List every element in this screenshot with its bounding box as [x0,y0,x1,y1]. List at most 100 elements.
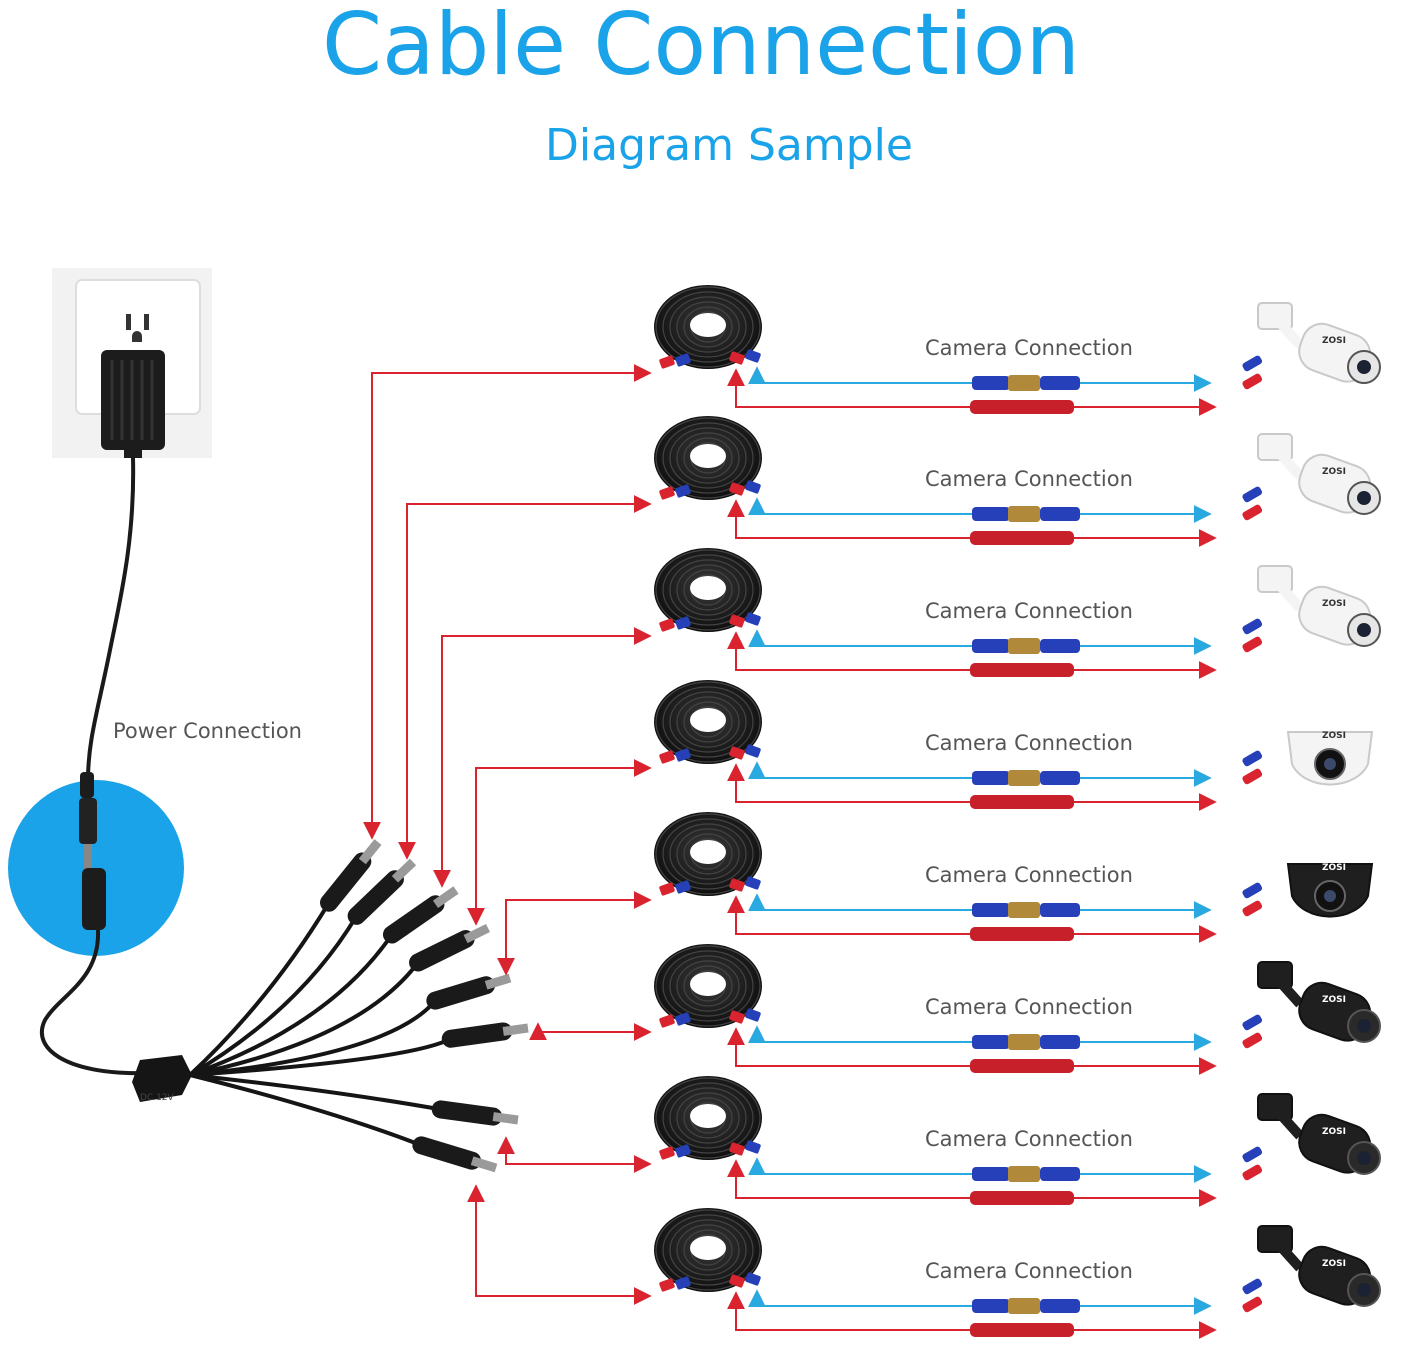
splitter-cord [188,901,331,1077]
power-plug-icon [729,746,745,760]
power-route-line [433,627,652,888]
splitter-icon: DC 12V [132,1055,192,1103]
power-plug-icon [659,882,675,896]
power-plug-icon [659,355,675,369]
power-plug-icon [970,531,1074,545]
dc-plug-tip [492,1112,519,1125]
power-plug-icon [659,1146,675,1160]
splitter-cord [189,933,394,1077]
brand-logo: ZOSI [1322,1127,1346,1137]
camera-row: Camera Connection ZOSI [529,944,1381,1075]
camera-connection-label: Camera Connection [925,336,1133,360]
bnc-connector-icon [675,1276,691,1290]
bnc-connector-icon [972,770,1080,786]
page-subtitle: Diagram Sample [545,120,913,171]
dc-plug-tip [470,1156,498,1173]
dc-plug-icon [426,976,496,1010]
bnc-connector-icon [1242,1014,1263,1031]
cable-coil-icon [654,548,762,632]
bnc-connector-icon [972,902,1080,918]
cable-coil-icon [654,285,762,369]
power-route-line [398,495,652,860]
power-plug-icon [970,1191,1074,1205]
bnc-connector-icon [1242,486,1263,503]
camera-icon: ZOSI [1242,1225,1381,1313]
svg-text:DC 12V: DC 12V [140,1093,175,1103]
power-plug-icon [970,795,1074,809]
power-plug-icon [729,482,745,496]
power-plug-icon [970,1059,1074,1073]
power-plug-icon [659,1014,675,1028]
power-route-line [467,759,652,926]
brand-logo: ZOSI [1322,599,1346,609]
bnc-connector-icon [745,876,761,890]
bnc-connector-icon [972,375,1080,391]
camera-icon: ZOSI [1242,433,1381,521]
bnc-connector-icon [1242,750,1263,767]
camera-connection-label: Camera Connection [925,1259,1133,1283]
dc-plug-icon [320,852,372,912]
camera-icon: ZOSI [1242,302,1381,390]
bnc-connector-icon [675,484,691,498]
power-plug-icon [729,1274,745,1288]
bnc-connector-icon [972,638,1080,654]
power-plug-icon [729,1010,745,1024]
brand-logo: ZOSI [1322,1259,1346,1269]
dc-plug-tip [463,923,490,944]
power-plug-icon [1242,504,1263,521]
bnc-connector-icon [1242,618,1263,635]
bnc-connector-icon [1242,355,1263,372]
power-route-line [529,1022,652,1041]
camera-icon: ZOSI [1242,731,1374,786]
brand-logo: ZOSI [1322,467,1346,477]
bnc-connector-icon [745,1272,761,1286]
dc-plug-tip [502,1023,529,1036]
dc-plug-icon [347,870,404,925]
bnc-connector-icon [745,349,761,363]
power-route-line [497,1136,652,1173]
splitter-cord [189,1073,423,1148]
bnc-connector-icon [1242,882,1263,899]
cable-coil-icon [654,680,762,764]
brand-logo: ZOSI [1322,731,1346,741]
power-plug-icon [1242,1296,1263,1313]
power-adapter-icon [101,350,165,458]
camera-icon: ZOSI [1242,565,1381,653]
power-route-line [363,364,652,840]
dc-plug-tip [432,886,459,908]
power-plug-icon [729,614,745,628]
power-plug-icon [1242,1164,1263,1181]
camera-icon: ZOSI [1242,1093,1381,1181]
cable-coil-icon [654,1208,762,1292]
bnc-connector-icon [1242,1278,1263,1295]
power-plug-icon [659,750,675,764]
power-plug-icon [729,1142,745,1156]
dc-plug-icon [412,1136,482,1170]
bnc-connector-icon [972,506,1080,522]
camera-icon: ZOSI [1242,863,1374,918]
dc-plug-icon [431,1100,503,1126]
splitter-cord [188,914,359,1077]
splitter-cord [189,999,437,1077]
bnc-connector-icon [675,748,691,762]
camera-connection-label: Camera Connection [925,995,1133,1019]
power-plug-icon [659,1278,675,1292]
power-route-line [497,891,652,976]
power-plug-icon [970,663,1074,677]
power-plug-icon [970,1323,1074,1337]
power-plug-icon [729,351,745,365]
cable-coil-icon [654,812,762,896]
power-plug-icon [729,878,745,892]
power-plug-icon [1242,900,1263,917]
splitter-input-cord [39,929,146,1076]
dc-plug-icon [382,895,445,944]
bnc-connector-icon [675,880,691,894]
power-connection-label: Power Connection [113,719,302,743]
power-route-line [467,1184,652,1305]
brand-logo: ZOSI [1322,995,1346,1005]
bnc-connector-icon [675,616,691,630]
